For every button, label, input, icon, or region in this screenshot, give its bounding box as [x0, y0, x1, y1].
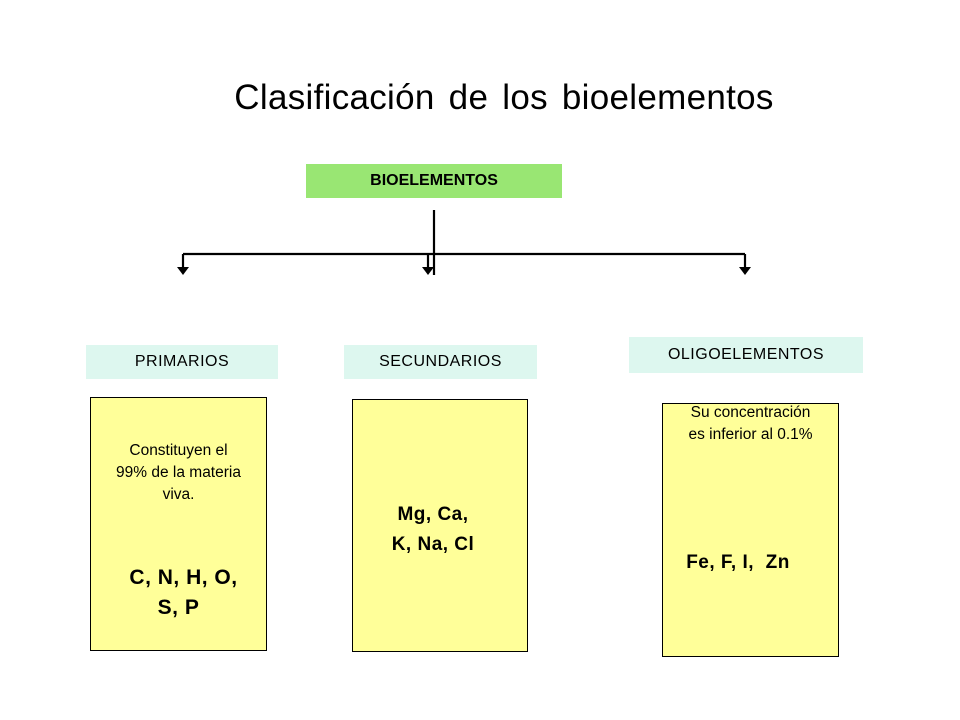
- primarios-description-line: Constituyen el: [129, 442, 228, 459]
- primarios-description-line: 99% de la materia: [116, 464, 241, 481]
- card-oligoelementos: Su concentración es inferior al 0.1% Fe,…: [662, 403, 839, 657]
- primarios-elements: C, N, H, O, S, P: [91, 563, 276, 623]
- category-secundarios-label: SECUNDARIOS: [379, 353, 502, 370]
- arrow-head-secundarios: [422, 267, 434, 275]
- secundarios-elements: Mg, Ca, K, Na, Cl: [353, 500, 513, 560]
- primarios-elements-line: C, N, H, O,: [129, 566, 238, 589]
- arrow-head-primarios: [177, 267, 189, 275]
- category-primarios-label: PRIMARIOS: [134, 353, 230, 370]
- secundarios-elements-line: K, Na, Cl: [391, 534, 475, 555]
- oligoelementos-description-line: Su concentración: [690, 404, 811, 421]
- card-primarios: Constituyen el 99% de la materia viva. C…: [90, 397, 267, 651]
- primarios-description-line: viva.: [162, 486, 195, 503]
- category-oligoelementos-label: OLIGOELEMENTOS: [667, 346, 825, 363]
- primarios-description: Constituyen el 99% de la materia viva.: [91, 440, 266, 506]
- oligoelementos-elements-line: Fe, F, I, Zn: [686, 552, 790, 573]
- category-secundarios: SECUNDARIOS: [344, 345, 537, 379]
- arrow-head-oligoelementos: [739, 267, 751, 275]
- secundarios-elements-line: Mg, Ca,: [397, 504, 469, 525]
- category-oligoelementos: OLIGOELEMENTOS: [629, 337, 863, 373]
- root-node-bioelementos: BIOELEMENTOS: [306, 164, 562, 198]
- primarios-elements-line: S, P: [157, 596, 200, 619]
- category-primarios: PRIMARIOS: [86, 345, 278, 379]
- card-secundarios: Mg, Ca, K, Na, Cl: [352, 399, 528, 652]
- diagram-title: Clasificación de los bioelementos: [234, 78, 774, 117]
- oligoelementos-description: Su concentración es inferior al 0.1%: [663, 402, 838, 446]
- root-node-label: BIOELEMENTOS: [370, 172, 498, 189]
- oligoelementos-elements: Fe, F, I, Zn: [663, 488, 813, 638]
- oligoelementos-description-line: es inferior al 0.1%: [688, 426, 813, 443]
